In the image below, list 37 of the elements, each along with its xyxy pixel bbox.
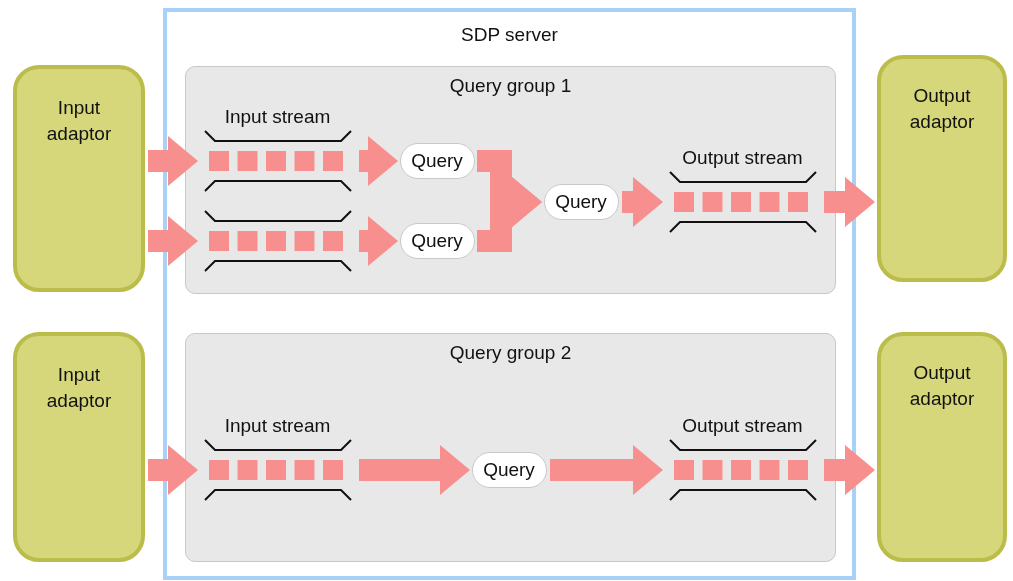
group-title: Query group 2: [448, 341, 573, 365]
flow-arrow: [477, 177, 542, 252]
flow-arrow: [359, 445, 470, 495]
group-title: SDP server: [460, 23, 559, 47]
adaptor-label: Input adaptor: [45, 363, 113, 413]
query-pill: [543, 183, 619, 220]
adaptor-label: Input adaptor: [45, 96, 113, 146]
stream-label: Input stream: [223, 413, 332, 438]
query-pill: [399, 142, 475, 179]
query-label: Query: [410, 228, 464, 253]
query-label: Query: [482, 457, 536, 482]
adaptor-box: [13, 332, 145, 562]
query-label: Query: [554, 189, 608, 214]
stream-label: Input stream: [223, 104, 332, 129]
server-frame: [163, 8, 856, 580]
adaptor-box: [877, 55, 1007, 282]
stream-label: Output stream: [681, 145, 804, 170]
flow-arrow: [359, 216, 398, 266]
flow-arrow: [359, 136, 398, 186]
flow-arrow: [148, 445, 198, 495]
query-pill: [471, 451, 547, 488]
query-group-panel: [185, 66, 836, 294]
adaptor-box: [877, 332, 1007, 562]
group-title: Query group 1: [448, 74, 573, 98]
query-group-panel: [185, 333, 836, 562]
query-pill: [399, 222, 475, 259]
adaptor-label: Output adaptor: [908, 84, 976, 134]
flow-arrow: [148, 136, 198, 186]
adaptor-box: [13, 65, 145, 292]
stream-label: Output stream: [681, 413, 804, 438]
flow-arrow: [148, 216, 198, 266]
query-label: Query: [410, 148, 464, 173]
adaptor-label: Output adaptor: [908, 361, 976, 411]
flow-arrow: [824, 177, 875, 227]
flow-arrow: [550, 445, 663, 495]
flow-arrow: [824, 445, 875, 495]
flow-arrow: [622, 177, 663, 227]
